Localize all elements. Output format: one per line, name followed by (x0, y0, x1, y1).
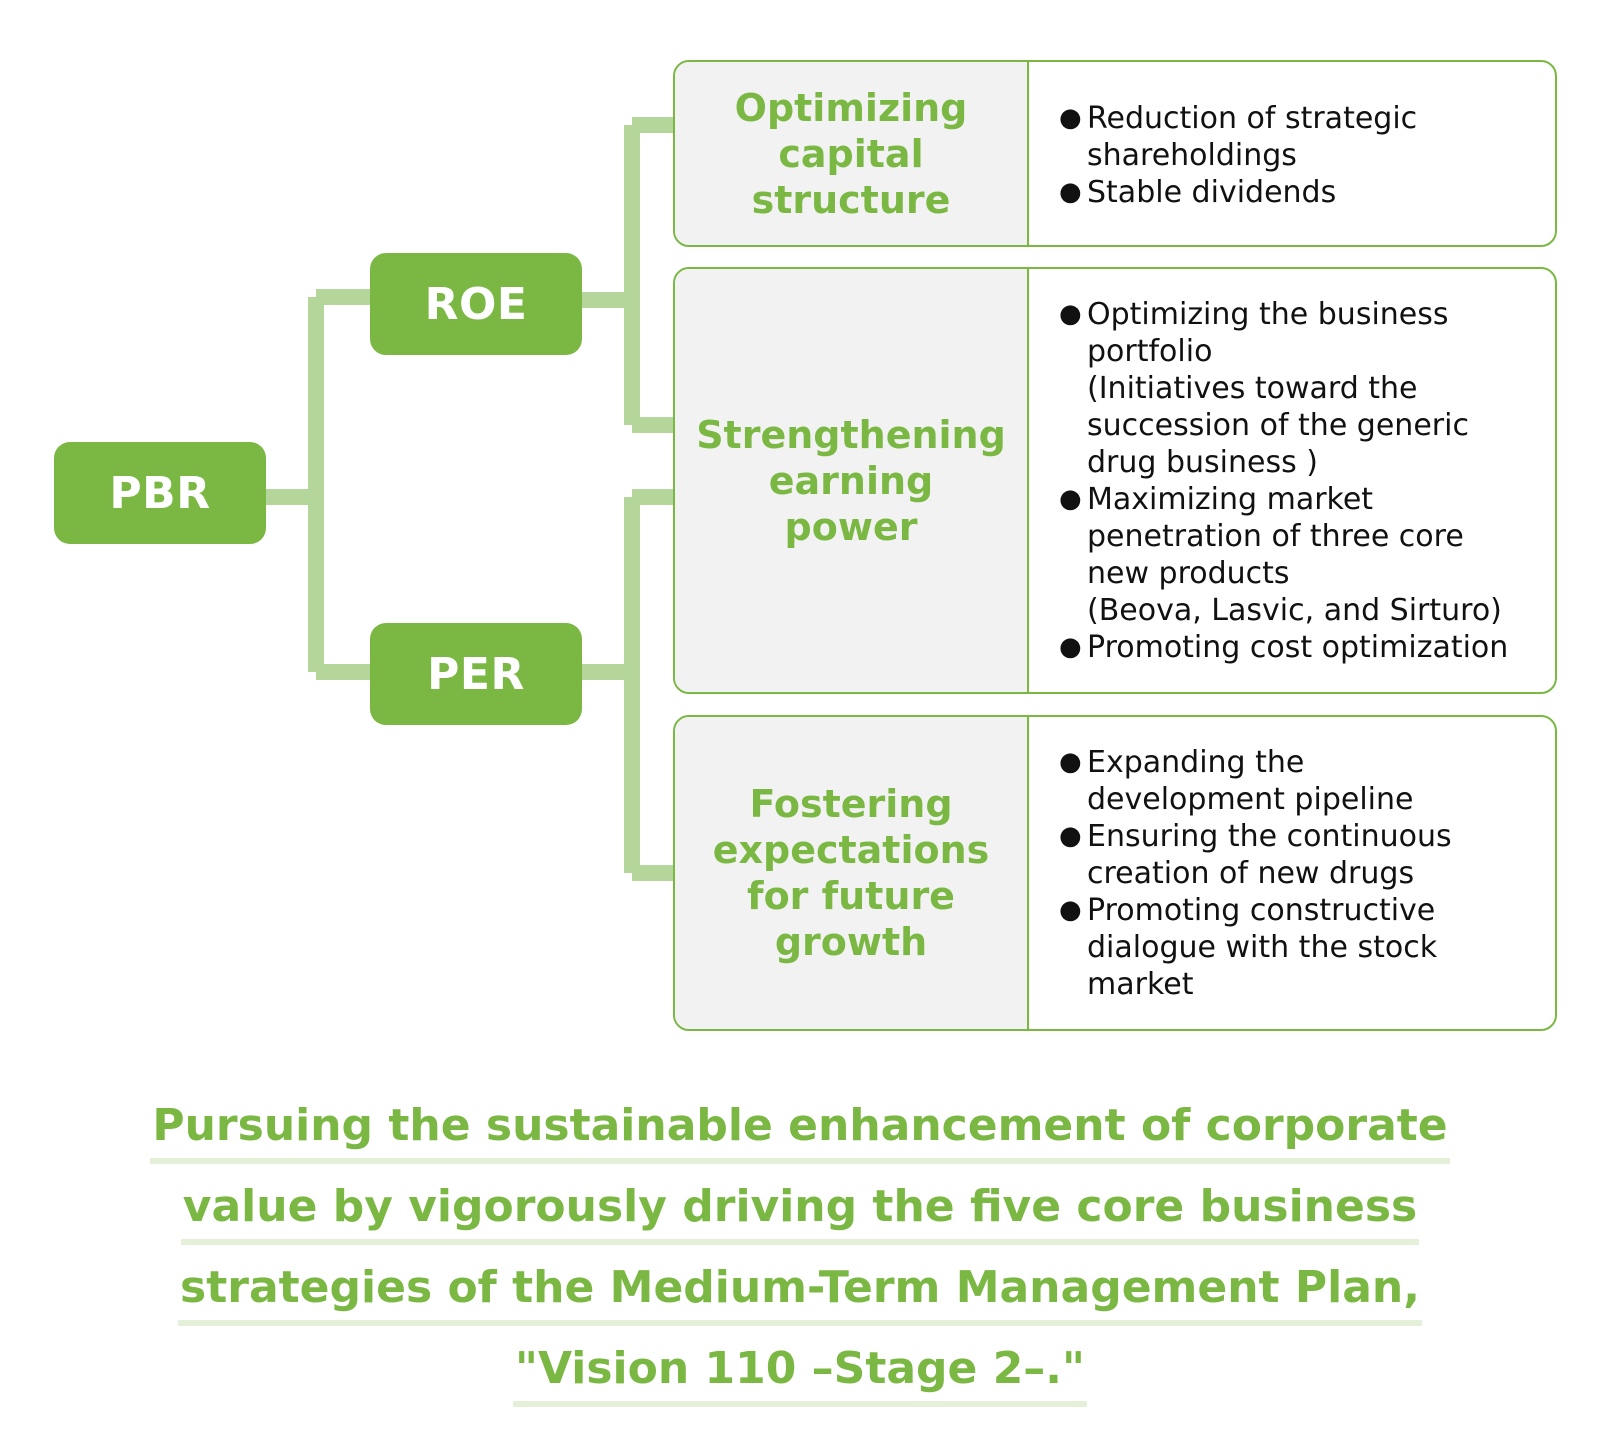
bullet-item: ● Stable dividends (1059, 174, 1555, 211)
bullet-text: Stable dividends (1087, 175, 1337, 210)
conclusion-statement: Pursuing the sustainable enhancement of … (0, 1098, 1600, 1422)
pbr-node: PBR (54, 442, 266, 544)
card-future-growth: Fostering expectations for future growth… (673, 715, 1557, 1031)
bullet-text: Reduction of strategic shareholdings (1087, 101, 1418, 173)
card-title-text: Fostering expectations for future growth (712, 782, 990, 964)
bullet-dot-icon: ● (1059, 298, 1082, 329)
bullet-item: ● Promoting constructive dialogue with t… (1059, 892, 1555, 1003)
bullet-dot-icon: ● (1059, 631, 1082, 662)
card-title: Strengthening earning power (675, 269, 1029, 692)
conclusion-line: "Vision 110 –Stage 2–." (513, 1341, 1087, 1407)
per-node: PER (370, 623, 582, 725)
card-title-text: Optimizing capital structure (734, 85, 968, 222)
bullet-text: Expanding the development pipeline (1087, 744, 1414, 817)
card-capital-structure: Optimizing capital structure ● Reduction… (673, 60, 1557, 247)
bullet-text: Maximizing market penetration of three c… (1087, 481, 1502, 628)
bullet-dot-icon: ● (1059, 177, 1082, 207)
bullet-item: ● Ensuring the continuous creation of ne… (1059, 818, 1555, 892)
card-bullets: ● Optimizing the business portfolio (Ini… (1029, 269, 1555, 692)
card-bullets: ● Reduction of strategic shareholdings ●… (1029, 62, 1555, 245)
bullet-dot-icon: ● (1059, 103, 1082, 133)
bullet-dot-icon: ● (1059, 483, 1082, 514)
bullet-item: ● Optimizing the business portfolio (Ini… (1059, 296, 1555, 481)
card-title: Fostering expectations for future growth (675, 717, 1029, 1029)
connector-per-cards (580, 489, 675, 881)
connector-roe-cards (580, 117, 675, 433)
bullet-text: Promoting cost optimization (1087, 629, 1509, 665)
card-earning-power: Strengthening earning power ● Optimizing… (673, 267, 1557, 694)
conclusion-line: value by vigorously driving the five cor… (180, 1179, 1420, 1245)
conclusion-line: Pursuing the sustainable enhancement of … (150, 1098, 1450, 1164)
conclusion-line: strategies of the Medium-Term Management… (178, 1260, 1422, 1326)
connector-pbr-roe-per (262, 289, 374, 680)
bullet-text: Ensuring the continuous creation of new … (1087, 818, 1452, 891)
roe-node: ROE (370, 253, 582, 355)
bullet-item: ● Expanding the development pipeline (1059, 744, 1555, 818)
bullet-dot-icon: ● (1059, 820, 1082, 851)
card-title-text: Strengthening earning power (696, 412, 1006, 549)
bullet-item: ● Reduction of strategic shareholdings (1059, 100, 1555, 174)
bullet-item: ● Promoting cost optimization (1059, 629, 1555, 666)
bullet-dot-icon: ● (1059, 746, 1082, 777)
card-bullets: ● Expanding the development pipeline ● E… (1029, 717, 1555, 1029)
card-title: Optimizing capital structure (675, 62, 1029, 245)
bullet-dot-icon: ● (1059, 894, 1082, 925)
bullet-text: Optimizing the business portfolio (Initi… (1087, 296, 1469, 480)
bullet-text: Promoting constructive dialogue with the… (1087, 892, 1438, 1002)
bullet-item: ● Maximizing market penetration of three… (1059, 481, 1555, 629)
